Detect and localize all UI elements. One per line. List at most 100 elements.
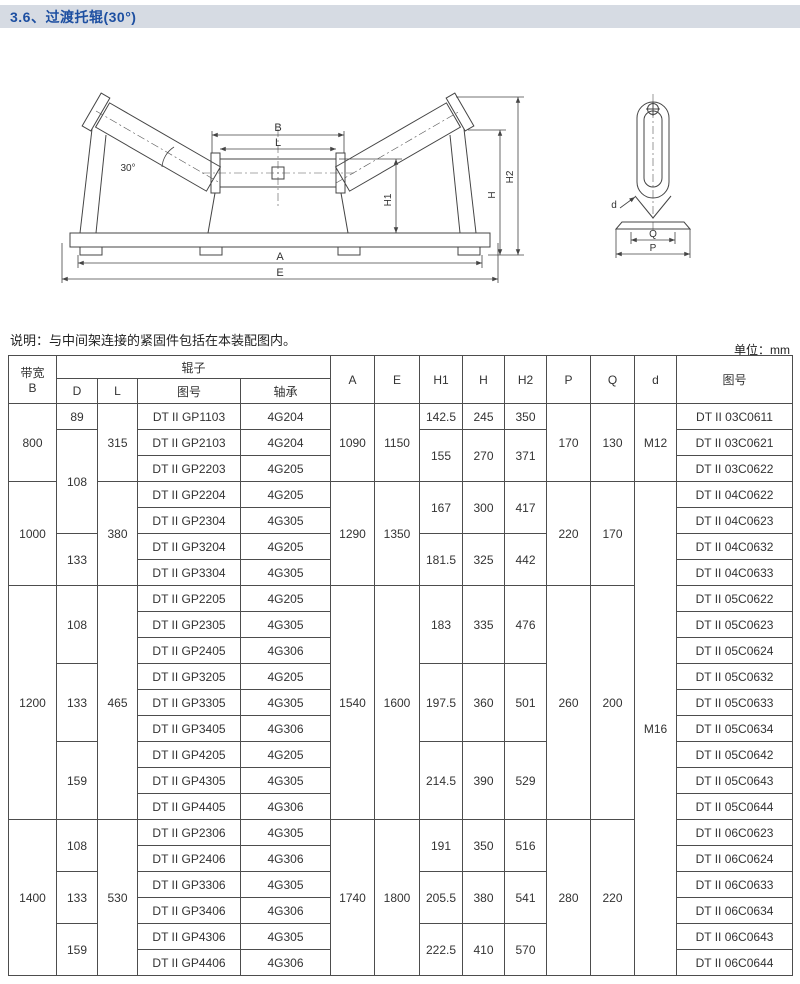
header-subcol: L xyxy=(97,378,138,404)
table-cell: 170 xyxy=(590,481,636,586)
table-cell: 130 xyxy=(590,403,636,482)
table-cell: DT II 05C0643 xyxy=(676,767,794,794)
table-cell: 133 xyxy=(56,663,98,742)
table-cell: DT II GP3205 xyxy=(137,663,241,690)
table-cell: DT II 05C0632 xyxy=(676,663,794,690)
table-cell: DT II GP2406 xyxy=(137,845,241,872)
table-cell: 1400 xyxy=(8,819,57,976)
header-col: P xyxy=(546,355,592,404)
table-cell: DT II 06C0644 xyxy=(676,949,794,976)
table-cell: DT II GP4306 xyxy=(137,923,241,950)
header-roller-group: 辊子 xyxy=(55,355,332,379)
table-cell: 4G205 xyxy=(239,741,332,768)
header-subcol: D xyxy=(56,378,98,404)
header-col: A xyxy=(330,355,376,404)
table-cell: 4G306 xyxy=(239,845,332,872)
table-cell: 4G306 xyxy=(239,715,332,742)
table-cell: DT II 05C0642 xyxy=(676,741,794,768)
table-cell: DT II 03C0621 xyxy=(676,429,794,456)
table-cell: DT II 03C0622 xyxy=(676,455,794,482)
dim-label-a: A xyxy=(276,251,284,263)
table-cell: 220 xyxy=(546,481,592,586)
table-cell: 4G305 xyxy=(239,689,332,716)
table-cell: 270 xyxy=(462,429,506,482)
table-cell: 800 xyxy=(8,403,57,482)
table-cell: 170 xyxy=(546,403,592,482)
table-cell: 4G306 xyxy=(239,637,332,664)
unit-label: 单位：mm xyxy=(734,343,790,357)
table-cell: 476 xyxy=(504,585,548,664)
table-cell: 1600 xyxy=(374,585,421,820)
header-col: Q xyxy=(590,355,636,404)
table-cell: 410 xyxy=(462,923,506,976)
table-cell: 260 xyxy=(546,585,592,820)
table-cell: 1290 xyxy=(330,481,376,586)
title-bar: 3.6、过渡托辊(30°) xyxy=(0,5,800,28)
table-cell: 300 xyxy=(462,481,506,534)
table-cell: 1000 xyxy=(8,481,57,586)
table-cell: 350 xyxy=(462,819,506,872)
table-cell: DT II GP4405 xyxy=(137,793,241,820)
table-cell: 133 xyxy=(56,871,98,924)
table-cell: DT II GP2306 xyxy=(137,819,241,846)
header-col: d xyxy=(634,355,678,404)
table-cell: DT II 05C0623 xyxy=(676,611,794,638)
table-cell: 4G306 xyxy=(239,949,332,976)
table-cell: 1540 xyxy=(330,585,376,820)
table-cell: 1350 xyxy=(374,481,421,586)
table-cell: DT II GP3405 xyxy=(137,715,241,742)
table-cell: 1200 xyxy=(8,585,57,820)
table-cell: 214.5 xyxy=(419,741,464,820)
dim-label-h2: H2 xyxy=(505,170,516,183)
side-view-diagram: d Q P xyxy=(611,94,692,258)
table-cell: 315 xyxy=(97,403,138,482)
table-cell: 133 xyxy=(56,533,98,586)
side-bracket-body xyxy=(636,101,670,199)
table-cell: 183 xyxy=(419,585,464,664)
table-cell: 4G305 xyxy=(239,611,332,638)
table-cell: 465 xyxy=(97,585,138,820)
table-cell: 222.5 xyxy=(419,923,464,976)
table-cell: 4G305 xyxy=(239,767,332,794)
table-cell: 1090 xyxy=(330,403,376,482)
table-cell: DT II 04C0623 xyxy=(676,507,794,534)
table-cell: DT II 06C0633 xyxy=(676,871,794,898)
table-cell: DT II 03C0611 xyxy=(676,403,794,430)
table-cell: 530 xyxy=(97,819,138,976)
dim-label-d: d xyxy=(611,200,617,211)
table-cell: DT II GP4205 xyxy=(137,741,241,768)
table-cell: 1740 xyxy=(330,819,376,976)
table-cell: 1150 xyxy=(374,403,421,482)
table-cell: 541 xyxy=(504,871,548,924)
table-cell: DT II 05C0624 xyxy=(676,637,794,664)
table-cell: 4G205 xyxy=(239,585,332,612)
table-cell: 570 xyxy=(504,923,548,976)
table-cell: 4G204 xyxy=(239,403,332,430)
table-cell: 529 xyxy=(504,741,548,820)
table-cell: 417 xyxy=(504,481,548,534)
table-cell: M12 xyxy=(634,403,678,482)
header-bandwidth: 带宽 B xyxy=(8,355,57,404)
table-cell: 350 xyxy=(504,403,548,430)
table-cell: 205.5 xyxy=(419,871,464,924)
header-subcol: 图号 xyxy=(137,378,241,404)
table-cell: DT II GP2205 xyxy=(137,585,241,612)
dim-label-p: P xyxy=(650,243,657,254)
table-cell: 325 xyxy=(462,533,506,586)
frame-rail xyxy=(69,232,491,248)
dim-label-e: E xyxy=(276,267,283,279)
table-cell: 4G306 xyxy=(239,793,332,820)
table-cell: 390 xyxy=(462,741,506,820)
table-cell: 200 xyxy=(590,585,636,820)
header-col: H2 xyxy=(504,355,548,404)
